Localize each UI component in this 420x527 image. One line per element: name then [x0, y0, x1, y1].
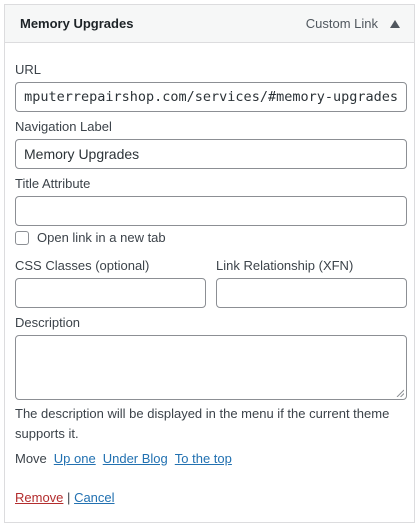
item-actions: Remove | Cancel: [15, 490, 115, 505]
new-tab-label[interactable]: Open link in a new tab: [37, 230, 166, 245]
xfn-field-group: Link Relationship (XFN): [216, 258, 407, 308]
collapse-toggle-button[interactable]: [388, 17, 402, 31]
title-attribute-field-group: Title Attribute: [15, 176, 407, 226]
resize-grip-icon[interactable]: [396, 389, 404, 397]
move-under-blog-link[interactable]: Under Blog: [102, 451, 168, 466]
css-classes-label: CSS Classes (optional): [15, 258, 150, 273]
triangle-up-icon: [390, 19, 400, 28]
item-type-label: Custom Link: [305, 16, 378, 31]
css-classes-input[interactable]: [15, 278, 206, 308]
menu-item-header[interactable]: Memory Upgrades Custom Link: [5, 5, 414, 43]
new-tab-checkbox[interactable]: [15, 230, 29, 245]
url-input[interactable]: [15, 82, 407, 112]
move-label: Move: [15, 451, 47, 466]
title-attribute-input[interactable]: [15, 196, 407, 226]
nav-label-input[interactable]: [15, 139, 407, 169]
description-help-text: The description will be displayed in the…: [15, 406, 390, 441]
header-controls: Custom Link: [306, 16, 402, 31]
nav-label-field-group: Navigation Label: [15, 119, 407, 169]
description-textarea[interactable]: [15, 335, 407, 400]
actions-separator: |: [67, 490, 71, 505]
nav-label-label: Navigation Label: [15, 119, 112, 134]
css-classes-field-group: CSS Classes (optional): [15, 258, 206, 308]
description-field-group: Description: [15, 315, 407, 400]
url-label: URL: [15, 62, 42, 77]
move-up-one-link[interactable]: Up one: [53, 451, 96, 466]
xfn-label: Link Relationship (XFN): [216, 258, 354, 273]
title-attribute-label: Title Attribute: [15, 176, 91, 191]
move-row: Move Up one Under Blog To the top: [15, 451, 232, 466]
new-tab-row: Open link in a new tab: [15, 230, 166, 245]
move-to-top-link[interactable]: To the top: [174, 451, 232, 466]
xfn-input[interactable]: [216, 278, 407, 308]
url-field-group: URL: [15, 62, 407, 112]
cancel-link[interactable]: Cancel: [74, 490, 115, 505]
menu-item-title: Memory Upgrades: [20, 16, 134, 31]
menu-item-panel: Memory Upgrades Custom Link URL Navigati…: [4, 4, 415, 523]
description-label: Description: [15, 315, 81, 330]
remove-link[interactable]: Remove: [15, 490, 64, 505]
